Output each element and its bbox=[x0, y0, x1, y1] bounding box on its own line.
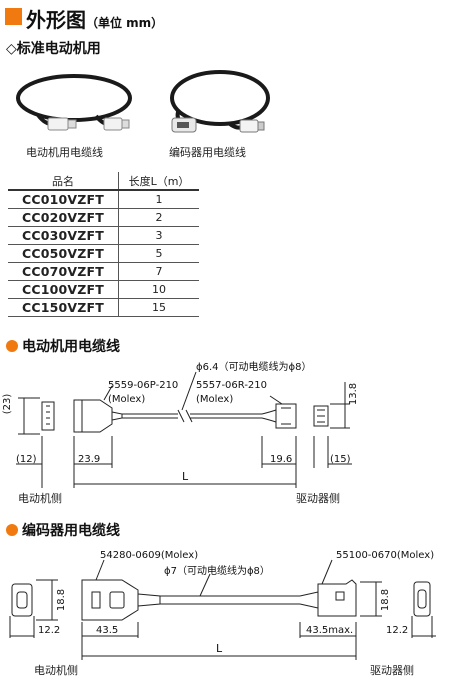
motor-dim-height-right: 13.8 bbox=[348, 383, 359, 405]
page-title: 外形图（单位 mm） bbox=[26, 4, 163, 33]
encoder-dim-length: L bbox=[216, 642, 223, 655]
motor-dim-left-end: (12) bbox=[16, 454, 37, 465]
motor-right-maker: (Molex) bbox=[196, 394, 233, 405]
encoder-dim-left-end: 12.2 bbox=[38, 625, 60, 636]
section-dot-icon bbox=[6, 340, 18, 352]
encoder-dim-height-right: 18.8 bbox=[380, 589, 391, 611]
motor-drawing-title: 电动机用电缆线 bbox=[22, 339, 120, 355]
encoder-drawing-title: 编码器用电缆线 bbox=[22, 523, 120, 539]
motor-left-maker: (Molex) bbox=[108, 394, 145, 405]
motor-cable-note: ϕ6.4（可动电缆线为ϕ8） bbox=[196, 360, 311, 373]
motor-dim-right-conn: 19.6 bbox=[270, 454, 292, 465]
motor-dim-right-end: (15) bbox=[330, 454, 351, 465]
motor-dim-length: L bbox=[182, 470, 189, 483]
encoder-dim-height-left: 18.8 bbox=[56, 589, 67, 611]
length-cell: 2 bbox=[118, 208, 199, 227]
length-cell: 1 bbox=[118, 190, 199, 209]
motor-dim-height-left: (23) bbox=[2, 394, 13, 415]
motor-cable-caption: 电动机用电缆线 bbox=[26, 146, 103, 159]
motor-side-left: 电动机侧 bbox=[18, 492, 62, 505]
length-cell: 5 bbox=[118, 244, 199, 263]
model-cell: CC010VZFT bbox=[8, 190, 119, 209]
motor-right-part: 5557-06R-210 bbox=[196, 380, 267, 391]
length-cell: 3 bbox=[118, 226, 199, 245]
col-model-header: 品名 bbox=[8, 172, 119, 191]
motor-cable-drawing: (23) 13.8 ϕ6.4（可动电缆线为ϕ8） 5559-06P-210 (M… bbox=[2, 360, 359, 488]
motor-cable-photo bbox=[16, 74, 132, 131]
encoder-dim-right-conn: 43.5max. bbox=[306, 625, 353, 636]
encoder-side-right: 驱动器侧 bbox=[370, 664, 414, 677]
model-cell: CC020VZFT bbox=[8, 208, 119, 227]
section-marker-icon bbox=[5, 8, 22, 25]
model-cell: CC030VZFT bbox=[8, 226, 119, 245]
encoder-cable-drawing: 54280-0609(Molex) 55100-0670(Molex) ϕ7（可… bbox=[9, 550, 436, 660]
encoder-cable-caption: 编码器用电缆线 bbox=[169, 146, 246, 159]
col-length-header: 长度L（m） bbox=[118, 172, 199, 191]
model-cell: CC070VZFT bbox=[8, 262, 119, 281]
motor-side-right: 驱动器侧 bbox=[296, 492, 340, 505]
model-cell: CC050VZFT bbox=[8, 244, 119, 263]
motor-left-part: 5559-06P-210 bbox=[108, 380, 178, 391]
section-dot-icon bbox=[6, 524, 18, 536]
encoder-left-part: 54280-0609(Molex) bbox=[100, 550, 198, 561]
motor-dim-left-conn: 23.9 bbox=[78, 454, 100, 465]
encoder-side-left: 电动机侧 bbox=[34, 664, 78, 677]
unit-text: （单位 mm） bbox=[86, 16, 164, 30]
title-text: 外形图 bbox=[26, 8, 86, 32]
encoder-dim-left-conn: 43.5 bbox=[96, 625, 118, 636]
table-header-row: 品名 长度L（m） bbox=[8, 172, 199, 191]
length-cell: 10 bbox=[118, 280, 199, 299]
encoder-dim-right-end: 12.2 bbox=[386, 625, 408, 636]
model-cell: CC100VZFT bbox=[8, 280, 119, 299]
length-cell: 7 bbox=[118, 262, 199, 281]
encoder-cable-note: ϕ7（可动电缆线为ϕ8） bbox=[164, 564, 270, 577]
encoder-right-part: 55100-0670(Molex) bbox=[336, 550, 434, 561]
section-standard-title: ◇标准电动机用 bbox=[6, 41, 101, 57]
model-cell: CC150VZFT bbox=[8, 298, 119, 317]
encoder-cable-photo bbox=[170, 70, 270, 133]
length-cell: 15 bbox=[118, 298, 199, 317]
